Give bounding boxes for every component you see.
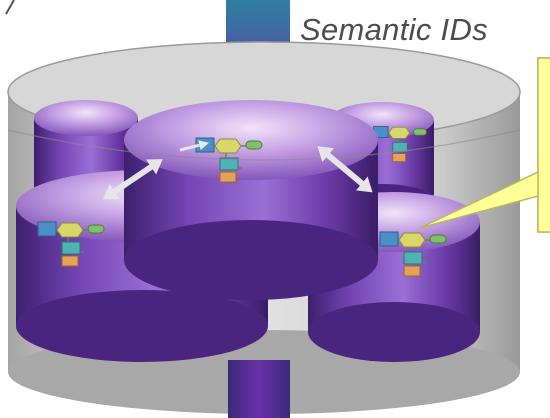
- semantic-ids-label: Semantic IDs: [300, 12, 488, 47]
- speech-callout: [419, 57, 550, 233]
- cylinder-center: [124, 100, 378, 300]
- double-arrow-icon: [179, 140, 210, 152]
- beam-bottom: [228, 360, 290, 418]
